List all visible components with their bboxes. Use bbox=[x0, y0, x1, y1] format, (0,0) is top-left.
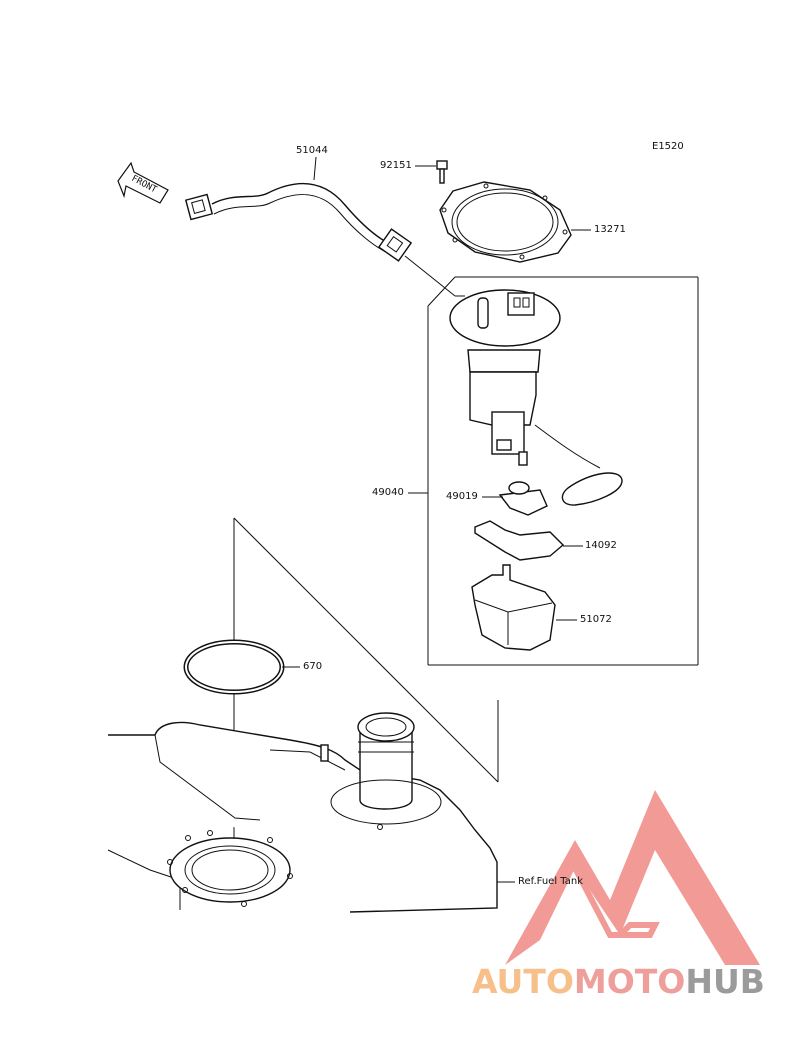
part-label-14092: 14092 bbox=[585, 540, 617, 551]
watermark-part3: HUB bbox=[685, 962, 765, 1001]
front-arrow-icon: FRONT bbox=[117, 161, 169, 204]
part-label-51044: 51044 bbox=[296, 145, 328, 156]
case-part bbox=[471, 564, 556, 651]
part-label-670: 670 bbox=[303, 661, 323, 672]
watermark-part2: MOTO bbox=[573, 962, 686, 1001]
cover-part bbox=[474, 520, 565, 561]
part-label-51072: 51072 bbox=[580, 614, 612, 625]
diagram-code: E1520 bbox=[652, 141, 684, 152]
plate-part bbox=[439, 181, 572, 263]
part-label-13271: 13271 bbox=[594, 224, 626, 235]
watermark-part1: AUTO bbox=[472, 962, 574, 1001]
filter-part bbox=[498, 481, 548, 516]
part-label-49040: 49040 bbox=[372, 487, 404, 498]
bolt-part bbox=[436, 160, 448, 184]
watermark-logo-icon bbox=[505, 790, 760, 965]
watermark-text: AUTOMOTOHUB bbox=[472, 962, 765, 1001]
part-label-92151: 92151 bbox=[380, 160, 412, 171]
part-label-49019: 49019 bbox=[446, 491, 478, 502]
fuel-tank-reference bbox=[107, 712, 498, 913]
reference-label: Ref.Fuel Tank bbox=[518, 876, 583, 887]
fuel-pump-unit bbox=[449, 289, 623, 506]
hose-part bbox=[184, 182, 413, 262]
o-ring-part bbox=[183, 639, 285, 695]
